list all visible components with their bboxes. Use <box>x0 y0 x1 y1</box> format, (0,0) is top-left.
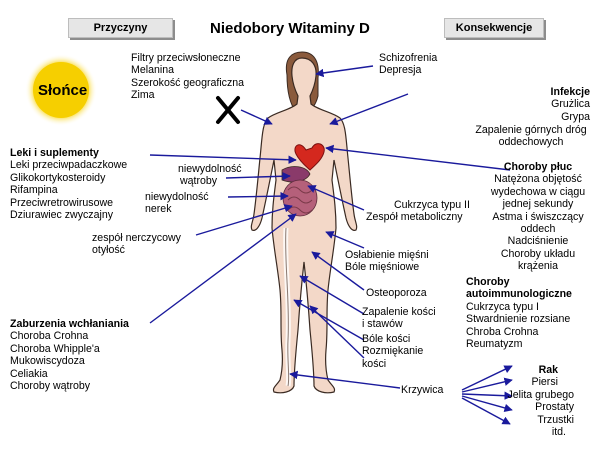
psych-group: Schizofrenia Depresja <box>379 52 437 77</box>
arrows <box>149 65 513 425</box>
kidney-failure-line: niewydolność <box>145 191 209 203</box>
list-item: Grypa <box>561 110 590 123</box>
list-item: Stwardnienie rozsiane <box>466 313 571 326</box>
list-item: Prostaty <box>535 401 574 414</box>
list-item: Grużlica <box>551 98 590 111</box>
autoimmune-heading: autoimmunologiczne <box>466 288 572 301</box>
list-item: jednej sekundy <box>502 198 574 211</box>
list-item: Schizofrenia <box>379 52 438 64</box>
causes-tag: Przyczyny <box>68 18 173 38</box>
autoimmune-heading: Choroby <box>466 276 510 288</box>
rickets-label: Krzywica <box>401 384 444 396</box>
list-item: Depresja <box>379 64 422 77</box>
consequences-tag: Konsekwencje <box>444 18 544 38</box>
list-item: Jelita grubego <box>507 388 574 401</box>
list-item: Cukrzyca typu II <box>394 199 470 211</box>
lungs-group: Choroby płuc Natężona objętość wydechowa… <box>482 161 594 273</box>
bone-pain-line: Bóle kości <box>362 333 411 345</box>
list-item: Zespół metaboliczny <box>366 211 463 224</box>
list-item: Melanina <box>131 64 174 77</box>
malabsorption-heading: Zaburzenia wchłaniania <box>10 318 129 330</box>
cross-icon <box>216 96 240 124</box>
kidney-failure-label: niewydolność nerek <box>145 191 209 216</box>
malabsorption-group: Zaburzenia wchłaniania Choroba Crohna Ch… <box>10 318 129 392</box>
infections-group: Infekcje Grużlica Grypa <box>551 86 590 123</box>
muscle-group: Osłabienie mięśni Bóle mięśniowe <box>345 249 429 274</box>
liver-failure-line: niewydolność <box>178 163 242 175</box>
list-item: Chroba Crohna <box>466 325 539 338</box>
bone-pain-line: kości <box>362 357 387 370</box>
nephrotic-line: otyłość <box>92 244 125 257</box>
list-item: Reumatyzm <box>466 337 523 350</box>
list-item: Choroba Whipple'a <box>10 342 100 355</box>
osteoporosis-label: Osteoporoza <box>366 287 427 299</box>
list-item: Filtry przeciwsłoneczne <box>131 52 241 64</box>
list-item: Astma i świszczący <box>492 210 584 223</box>
bone-pain-label: Bóle kości Rozmiękanie kości <box>362 333 423 370</box>
list-item: Choroba Crohna <box>10 330 89 343</box>
list-item: oddech <box>520 222 556 235</box>
list-item: krążenia <box>517 260 559 273</box>
liver-failure-label: niewydolność wątroby <box>178 163 242 188</box>
nephrotic-label: zespół nerczycowy otyłość <box>92 232 181 257</box>
list-item: Glikokortykosteroidy <box>10 171 106 184</box>
list-item: Celiakia <box>10 367 48 380</box>
cancer-group: Rak Piersi Jelita grubego Prostaty Trzus… <box>507 364 574 438</box>
nephrotic-line: zespół nerczycowy <box>92 232 181 244</box>
bone-pain-line: Rozmiękanie <box>362 345 424 358</box>
list-item: Trzustki <box>537 413 574 426</box>
list-item: Rifampina <box>10 184 58 197</box>
joints-line: Zapalenie kości <box>362 306 436 318</box>
list-item: Zima <box>131 89 155 102</box>
liver-failure-line: wątroby <box>180 175 218 188</box>
sun-icon <box>33 62 89 118</box>
list-item: Choroby wątroby <box>10 379 91 392</box>
list-item: Choroby układu <box>500 247 576 260</box>
list-item: Bóle mięśniowe <box>345 261 420 274</box>
drugs-heading: Leki i suplementy <box>10 147 99 159</box>
list-item: itd. <box>551 425 566 438</box>
list-item: Cukrzyca typu I <box>466 300 540 313</box>
list-item: Leki przeciwpadaczkowe <box>10 159 128 172</box>
page-title: Niedobory Witaminy D <box>210 20 370 37</box>
joints-line: i stawów <box>362 318 403 331</box>
heart-icon <box>294 143 325 171</box>
list-item: oddechowych <box>498 136 564 149</box>
cancer-heading: Rak <box>538 364 558 376</box>
infections-heading: Infekcje <box>550 86 590 98</box>
list-item: Zapalenie górnych dróg <box>475 124 587 136</box>
sun-factors-list: Filtry przeciwsłoneczne Melanina Szeroko… <box>131 52 244 102</box>
list-item: Osłabienie mięśni <box>345 249 429 261</box>
list-item: Mukowiscydoza <box>10 355 85 368</box>
human-body-icon <box>250 51 358 394</box>
list-item: Nadciśnienie <box>507 235 569 248</box>
metabolic-group: Cukrzyca typu II Zespół metaboliczny <box>366 199 470 224</box>
infections-extra: Zapalenie górnych dróg oddechowych <box>468 124 594 149</box>
lungs-heading: Choroby płuc <box>503 161 573 173</box>
autoimmune-group: Choroby autoimmunologiczne Cukrzyca typu… <box>466 276 572 350</box>
sun-label: Słońce <box>38 82 88 99</box>
kidney-failure-line: nerek <box>145 203 172 216</box>
list-item: Piersi <box>531 376 559 389</box>
list-item: Szerokość geograficzna <box>131 76 245 89</box>
list-item: wydechowa w ciągu <box>490 185 586 198</box>
list-item: Natężona objętość <box>494 173 582 186</box>
list-item: Przeciwretrowirusowe <box>10 196 114 209</box>
list-item: Dziurawiec zwyczajny <box>10 208 114 221</box>
drugs-group: Leki i suplementy Leki przeciwpadaczkowe… <box>10 147 127 221</box>
joints-label: Zapalenie kości i stawów <box>362 306 436 331</box>
